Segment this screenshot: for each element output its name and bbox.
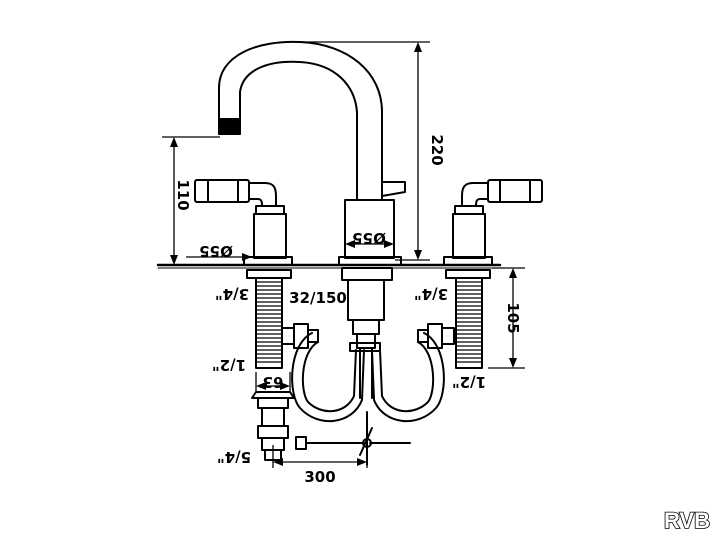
label-thread-left-bottom: 1/2": [212, 356, 246, 374]
label-thread-left-top: 3/4": [215, 285, 249, 303]
right-handle: [443, 179, 543, 266]
label-thread-right-top: 3/4": [414, 285, 448, 303]
right-shank: [445, 269, 491, 369]
label-thread-right-bottom: 1/2": [452, 373, 486, 391]
label-220: 220: [428, 134, 446, 165]
popup-waste: [251, 391, 411, 466]
label-300: 300: [304, 468, 335, 486]
shank-threads: [256, 281, 482, 363]
dimension-110: [162, 136, 220, 259]
label-105: 105: [504, 302, 522, 333]
flexible-hoses: [281, 323, 455, 423]
dimension-105: [488, 267, 525, 369]
label-waste-thread: 5/4": [217, 448, 251, 466]
left-handle: [194, 179, 293, 266]
label-63: 63: [263, 373, 284, 391]
label-range: 32/150: [289, 289, 347, 307]
label-110: 110: [174, 179, 192, 210]
label-diameter-handle: Ø55: [199, 242, 233, 260]
label-diameter-spout: Ø55: [352, 229, 386, 247]
dimension-300: [272, 445, 368, 468]
left-shank: [246, 269, 292, 369]
brand-logo: RVB: [664, 508, 710, 533]
dimension-220: [300, 41, 430, 261]
center-shank: [341, 267, 393, 399]
